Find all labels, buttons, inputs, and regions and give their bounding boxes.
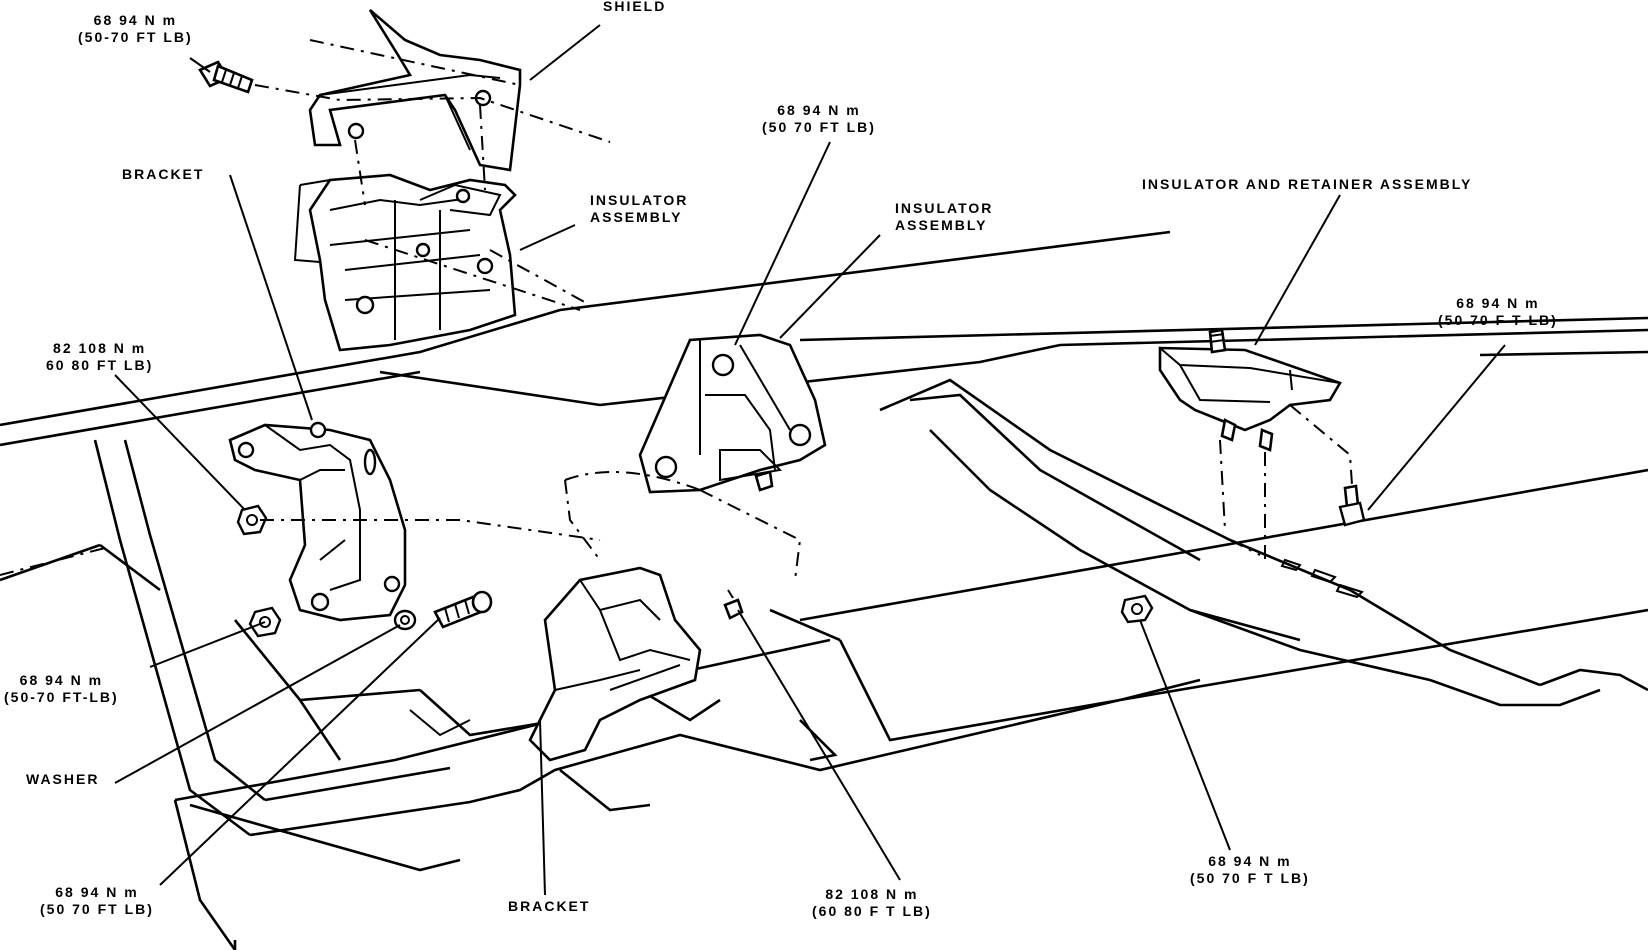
insulator-assembly-left	[293, 173, 517, 352]
frame-crossmember	[0, 230, 1648, 950]
torque-spec-left-low: 68 94 N m (50-70 FT-LB)	[4, 672, 119, 705]
bolt-icon	[1338, 484, 1366, 527]
bracket-lower-label: BRACKET	[508, 898, 591, 914]
torque-spec-bottom-center: 82 108 N m (60 80 F T LB)	[812, 886, 932, 919]
torque-spec-top-left: 68 94 N m (50-70 FT LB)	[78, 12, 193, 45]
bracket-upper-left	[228, 421, 407, 622]
shield-label: SHIELD	[603, 0, 667, 14]
stud-icon	[1220, 418, 1237, 442]
washer-icon	[393, 609, 417, 631]
bolt-hole	[347, 122, 365, 140]
insulator-retainer-assembly	[1158, 328, 1342, 452]
insulator-assembly-center	[638, 333, 827, 494]
nut-icon	[236, 504, 268, 536]
nut-icon	[1120, 594, 1154, 624]
torque-spec-left-mid: 82 108 N m 60 80 FT LB)	[46, 340, 154, 373]
assembly-guide-lines	[0, 39, 1353, 581]
torque-spec-center-top: 68 94 N m (50 70 FT LB)	[762, 102, 876, 135]
torque-spec-bottom-left: 68 94 N m (50 70 FT LB)	[40, 884, 154, 917]
insulator-retainer-label: INSULATOR AND RETAINER ASSEMBLY	[1142, 176, 1473, 192]
stud-icon	[1258, 428, 1274, 452]
shield	[308, 9, 522, 172]
bolt-icon	[723, 589, 744, 620]
washer-label: WASHER	[26, 771, 100, 787]
insulator-assembly-center-label: INSULATOR ASSEMBLY	[895, 200, 994, 233]
leader-lines	[114, 24, 1506, 896]
stud-icon	[754, 470, 774, 492]
torque-spec-right: 68 94 N m (50 70 F T LB)	[1438, 295, 1558, 328]
bolt-icon	[198, 60, 254, 94]
bolt-icon	[433, 590, 493, 629]
bracket-lower-center	[528, 566, 702, 762]
bracket-upper-label: BRACKET	[122, 166, 205, 182]
torque-spec-bottom-right: 68 94 N m (50 70 F T LB)	[1190, 853, 1310, 886]
insulator-assembly-left-label: INSULATOR ASSEMBLY	[590, 192, 689, 225]
